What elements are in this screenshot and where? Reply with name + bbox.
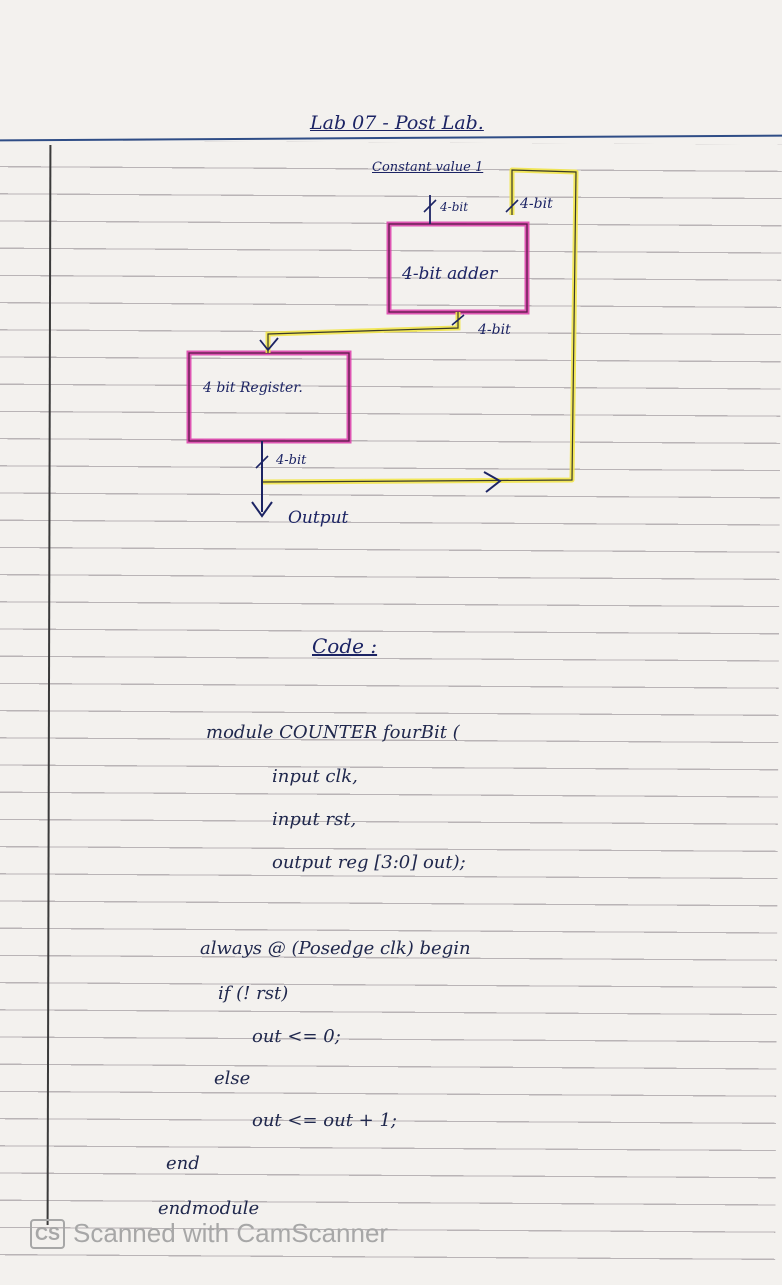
code-line: else bbox=[214, 1068, 251, 1089]
code-line: endmodule bbox=[158, 1198, 260, 1219]
code-line: end bbox=[166, 1153, 200, 1174]
code-line: out <= out + 1; bbox=[252, 1110, 397, 1131]
constant-label: Constant value 1 bbox=[372, 160, 484, 175]
output-label: Output bbox=[288, 508, 349, 528]
code-line: output reg [3:0] out); bbox=[272, 852, 466, 873]
adder-output-width: 4-bit bbox=[478, 322, 511, 338]
register-output-width: 4-bit bbox=[276, 453, 307, 468]
page-title: Lab 07 - Post Lab. bbox=[310, 112, 484, 134]
register-box bbox=[186, 350, 352, 444]
code-heading: Code : bbox=[312, 634, 378, 658]
adder-input-a-width: 4-bit bbox=[440, 200, 469, 214]
adder-label: 4-bit adder bbox=[402, 264, 498, 284]
code-line: module COUNTER fourBit ( bbox=[206, 722, 460, 743]
camscanner-logo-icon: CS bbox=[30, 1218, 66, 1249]
register-label: 4 bit Register. bbox=[203, 380, 303, 396]
code-line: input rst, bbox=[272, 809, 357, 830]
code-line: input clk, bbox=[272, 766, 358, 787]
feedback-path bbox=[261, 167, 579, 485]
adder-input-b-width: 4-bit bbox=[520, 196, 553, 212]
block-diagram bbox=[186, 167, 579, 518]
code-line: always @ (Posedge clk) begin bbox=[200, 938, 471, 959]
code-line: out <= 0; bbox=[252, 1026, 341, 1047]
feedback-arrow-head bbox=[483, 471, 502, 493]
scanner-text: Scanned with CamScanner bbox=[73, 1218, 389, 1248]
code-line: if (! rst) bbox=[218, 983, 289, 1004]
scanner-watermark: CS Scanned with CamScanner bbox=[30, 1218, 388, 1249]
